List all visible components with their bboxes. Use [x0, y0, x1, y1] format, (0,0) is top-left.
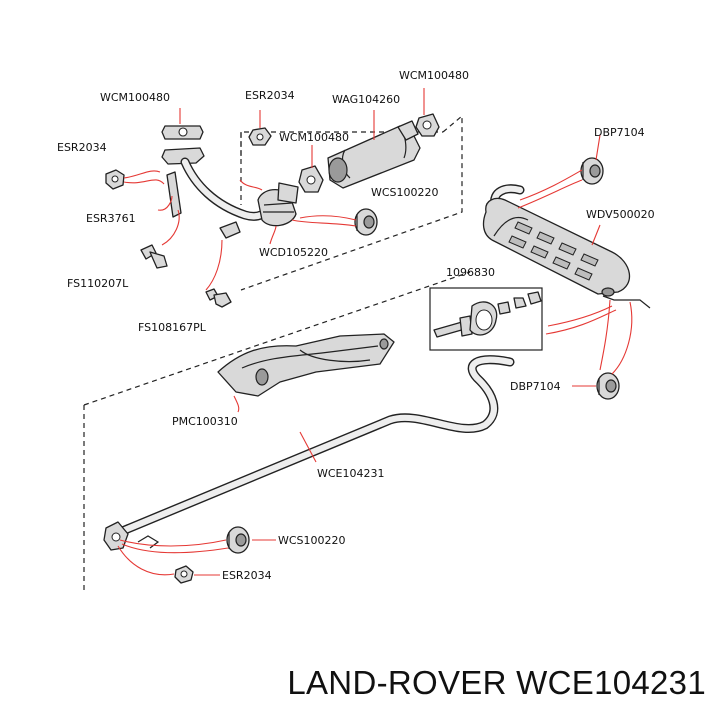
label-fs110207l: FS110207L [67, 277, 129, 290]
clamp-kit-box [429, 287, 543, 351]
clamp-kit-1096830 [429, 287, 543, 351]
rubber-mount-wcs100220-bottom [226, 526, 250, 554]
lower-section-boundary-top [83, 271, 471, 406]
rubber-mount-wcs100220-top [354, 208, 378, 236]
label-dbp7104-top: DBP7104 [594, 126, 645, 139]
gasket-wcm100480-mid [298, 165, 324, 193]
part-labels: WCM100480 ESR2034 WCM100480 WAG104260 ES… [57, 69, 655, 582]
label-wcd105220: WCD105220 [259, 246, 328, 259]
leader-lines [117, 88, 633, 576]
label-wce104231: WCE104231 [317, 467, 385, 480]
bolt-fs110207l [140, 244, 168, 269]
label-esr2034-bottom: ESR2034 [222, 569, 272, 582]
bracket-esr3761 [166, 171, 182, 218]
heat-shield-pmc100310 [217, 333, 395, 397]
label-wcm100480-left: WCM100480 [100, 91, 170, 104]
label-wcs100220-bottom: WCS100220 [278, 534, 346, 547]
label-esr2034-left: ESR2034 [57, 141, 107, 154]
nut-esr2034-left [105, 169, 125, 190]
label-wcm100480-right: WCM100480 [399, 69, 469, 82]
gasket-hole [178, 127, 188, 137]
label-dbp7104-bottom: DBP7104 [510, 380, 561, 393]
label-pmc100310: PMC100310 [172, 415, 238, 428]
label-esr3761: ESR3761 [86, 212, 136, 225]
label-wdv500020: WDV500020 [586, 208, 655, 221]
front-pipe-flange [277, 182, 299, 204]
rear-silencer-wdv500020 [482, 184, 651, 309]
tail-pipe-wce104231 [103, 355, 515, 551]
nut-esr2034-top [248, 127, 272, 146]
label-wcs100220-top: WCS100220 [371, 186, 439, 199]
rubber-mount-dbp7104-bottom [596, 372, 620, 400]
nut-esr2034-bottom [174, 565, 194, 584]
front-pipe-assembly [161, 125, 299, 239]
bolt-fs108167pl [205, 288, 232, 308]
label-1096830: 1096830 [446, 266, 495, 279]
hanger-bracket [219, 221, 241, 239]
label-fs108167pl: FS108167PL [138, 321, 207, 334]
upper-section-boundary-right [240, 114, 463, 291]
catalytic-converter-wag104260 [327, 120, 421, 189]
footer-title: LAND-ROVER WCE104231 [287, 664, 706, 701]
label-esr2034-top: ESR2034 [245, 89, 295, 102]
manifold-flange [161, 147, 205, 165]
label-wag104260: WAG104260 [332, 93, 400, 106]
gasket-wcm100480-right [415, 113, 440, 137]
section-boundaries [83, 114, 471, 590]
label-wcm100480-mid: WCM100480 [279, 131, 349, 144]
rubber-mount-dbp7104-top [580, 157, 604, 185]
